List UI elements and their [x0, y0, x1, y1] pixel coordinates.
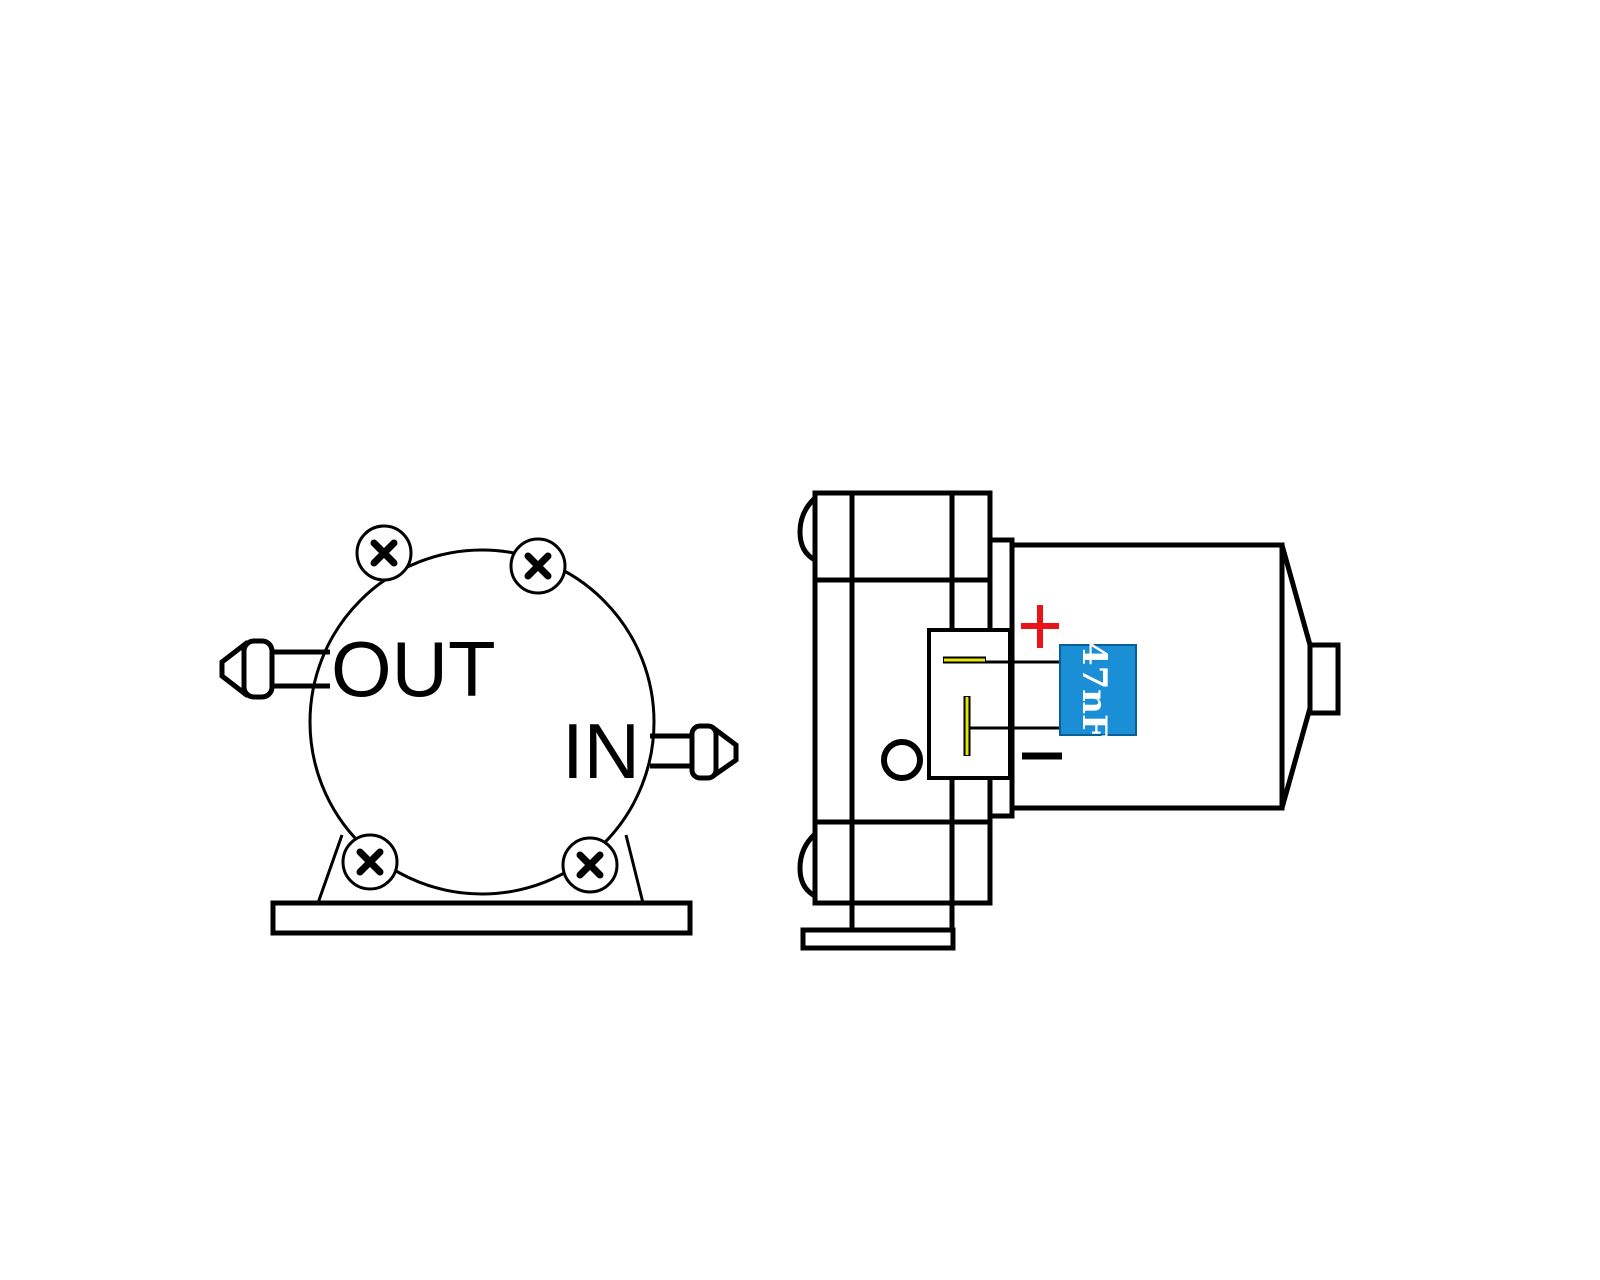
bottom-cap: [797, 832, 817, 899]
pump-base-plate: [270, 900, 693, 936]
outlet-label: OUT: [331, 625, 496, 713]
phillips-screw-icon: [341, 833, 399, 891]
pump-right-leg: [624, 834, 645, 904]
phillips-screw-icon: [561, 836, 619, 894]
inlet-label: IN: [562, 707, 640, 795]
pump-body: [308, 548, 656, 896]
phillips-screw-icon: [509, 537, 567, 595]
mounting-hole: [881, 739, 923, 781]
positive-sign-icon: [1021, 605, 1059, 648]
motor-terminals: [943, 656, 986, 756]
capacitor-body: [1059, 644, 1137, 736]
pump-left-leg: [316, 834, 344, 904]
pump-side-view: [797, 490, 1341, 951]
phillips-screw-icon: [355, 524, 413, 582]
capacitor: 47nF: [1059, 642, 1137, 738]
motor-end-cone: [1279, 544, 1313, 809]
top-cap: [797, 496, 817, 563]
inlet-nozzle: [650, 723, 739, 781]
side-foot: [800, 927, 956, 951]
capacitor-leads: [970, 660, 1060, 730]
outlet-nozzle: [219, 638, 330, 700]
capacitor-label: 47nF: [1074, 642, 1114, 738]
motor-can: [1009, 542, 1285, 811]
pump-front-view: [219, 524, 739, 936]
motor-shaft: [1307, 642, 1341, 716]
